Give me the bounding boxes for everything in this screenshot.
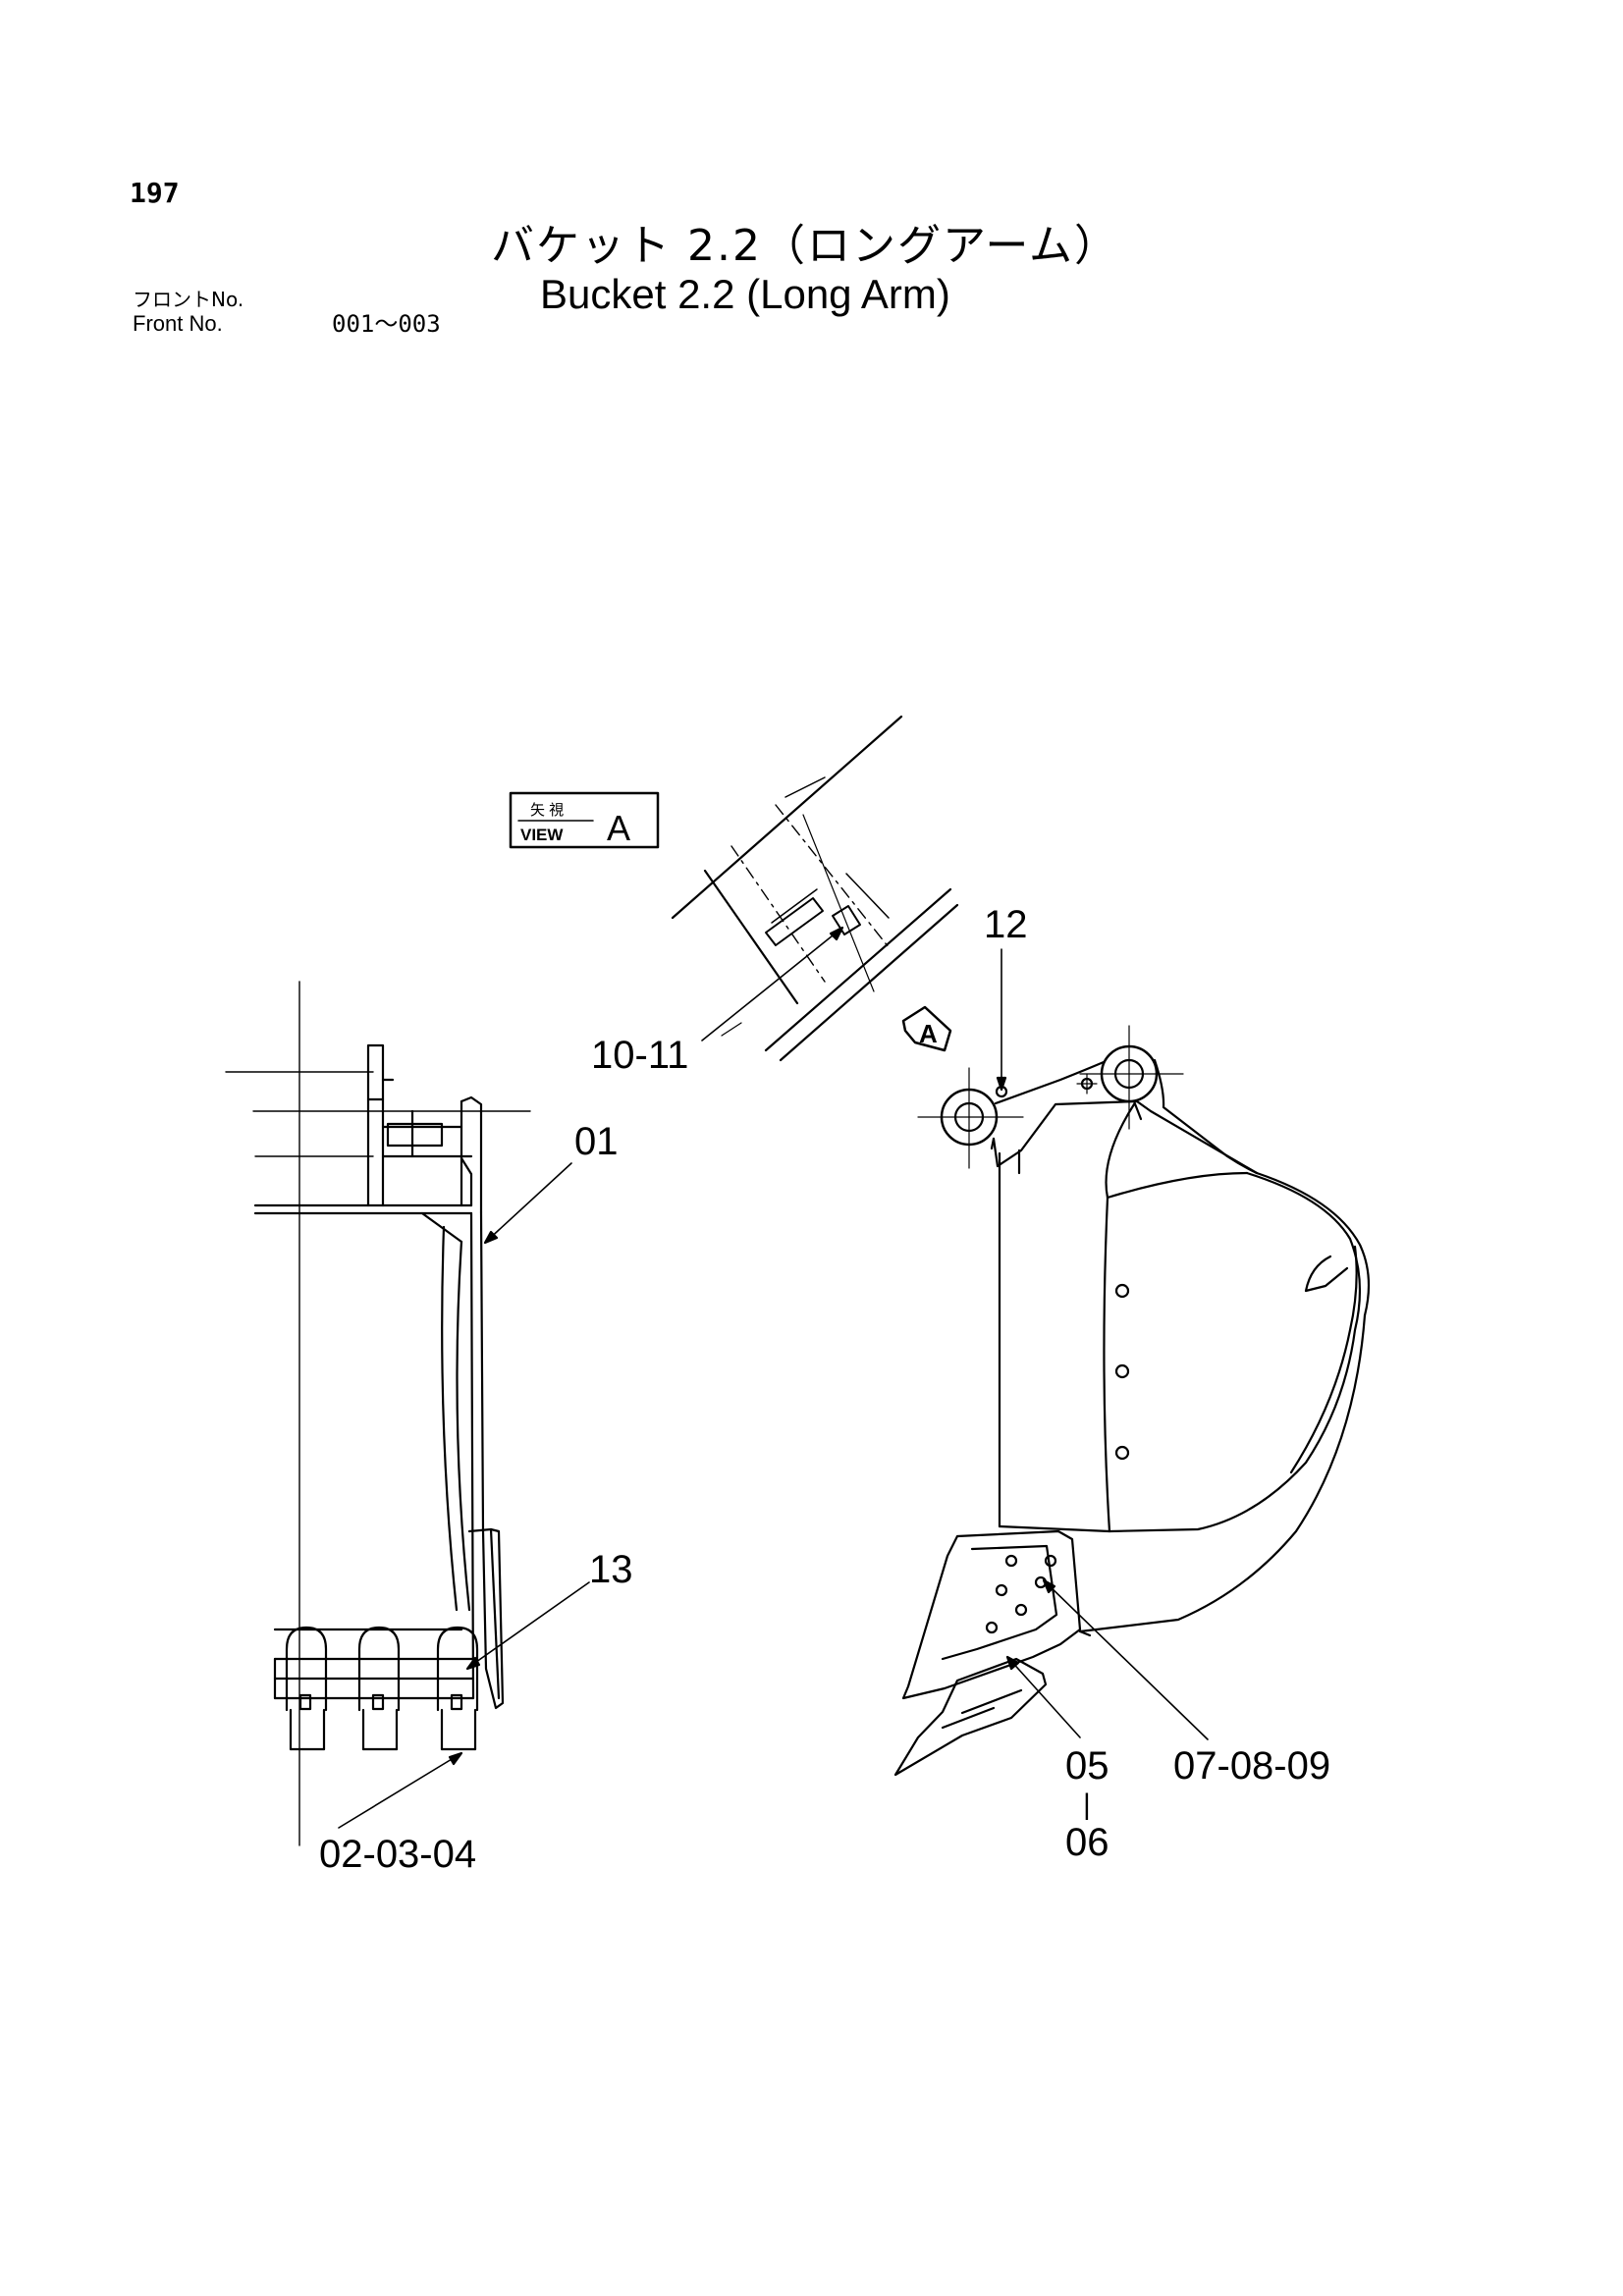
view-a-direction-marker: A: [901, 1005, 952, 1052]
bucket-tooth-1: [285, 1626, 328, 1751]
callout-01: 01: [574, 1120, 619, 1163]
front-number-label-japanese: フロントNo.: [133, 288, 244, 311]
leader-02-03-04: [338, 1751, 463, 1829]
callout-05: 05: [1065, 1744, 1109, 1788]
leader-10-11: [701, 926, 844, 1041]
page-number: 197: [130, 177, 180, 209]
bucket-tooth-3: [436, 1626, 479, 1751]
view-direction-letter: A: [919, 1019, 938, 1048]
title-english: Bucket 2.2 (Long Arm): [540, 271, 950, 317]
callout-02-03-04: 02-03-04: [319, 1833, 476, 1876]
bucket-side-view: [893, 1025, 1371, 1777]
callout-07-08-09: 07-08-09: [1173, 1744, 1330, 1788]
front-number-range: 001～003: [332, 310, 441, 338]
bucket-tooth-2: [357, 1626, 401, 1751]
callout-12: 12: [984, 903, 1028, 946]
view-a-label-box: 矢 視 VIEW A: [509, 791, 660, 849]
callout-05-06-dash: |: [1083, 1789, 1091, 1821]
view-label-japanese: 矢 視: [530, 802, 564, 819]
view-label-letter: A: [607, 808, 630, 848]
leader-01: [483, 1162, 572, 1245]
callout-13: 13: [589, 1548, 633, 1591]
callout-06: 06: [1065, 1821, 1109, 1864]
view-label-english: VIEW: [520, 826, 564, 844]
bucket-front-view: [225, 981, 531, 1846]
detail-sketch-view-a: [671, 715, 959, 1062]
callout-10-11: 10-11: [591, 1034, 688, 1077]
leader-12: [996, 948, 1007, 1092]
bucket-teeth-group: [285, 1626, 479, 1751]
title-japanese: バケット 2.2（ロングアーム）: [491, 221, 1119, 271]
front-number-label-english: Front No.: [133, 311, 223, 336]
leader-07-08-09: [1042, 1578, 1209, 1740]
leader-05-06: [1005, 1655, 1081, 1738]
leader-13: [465, 1581, 590, 1671]
